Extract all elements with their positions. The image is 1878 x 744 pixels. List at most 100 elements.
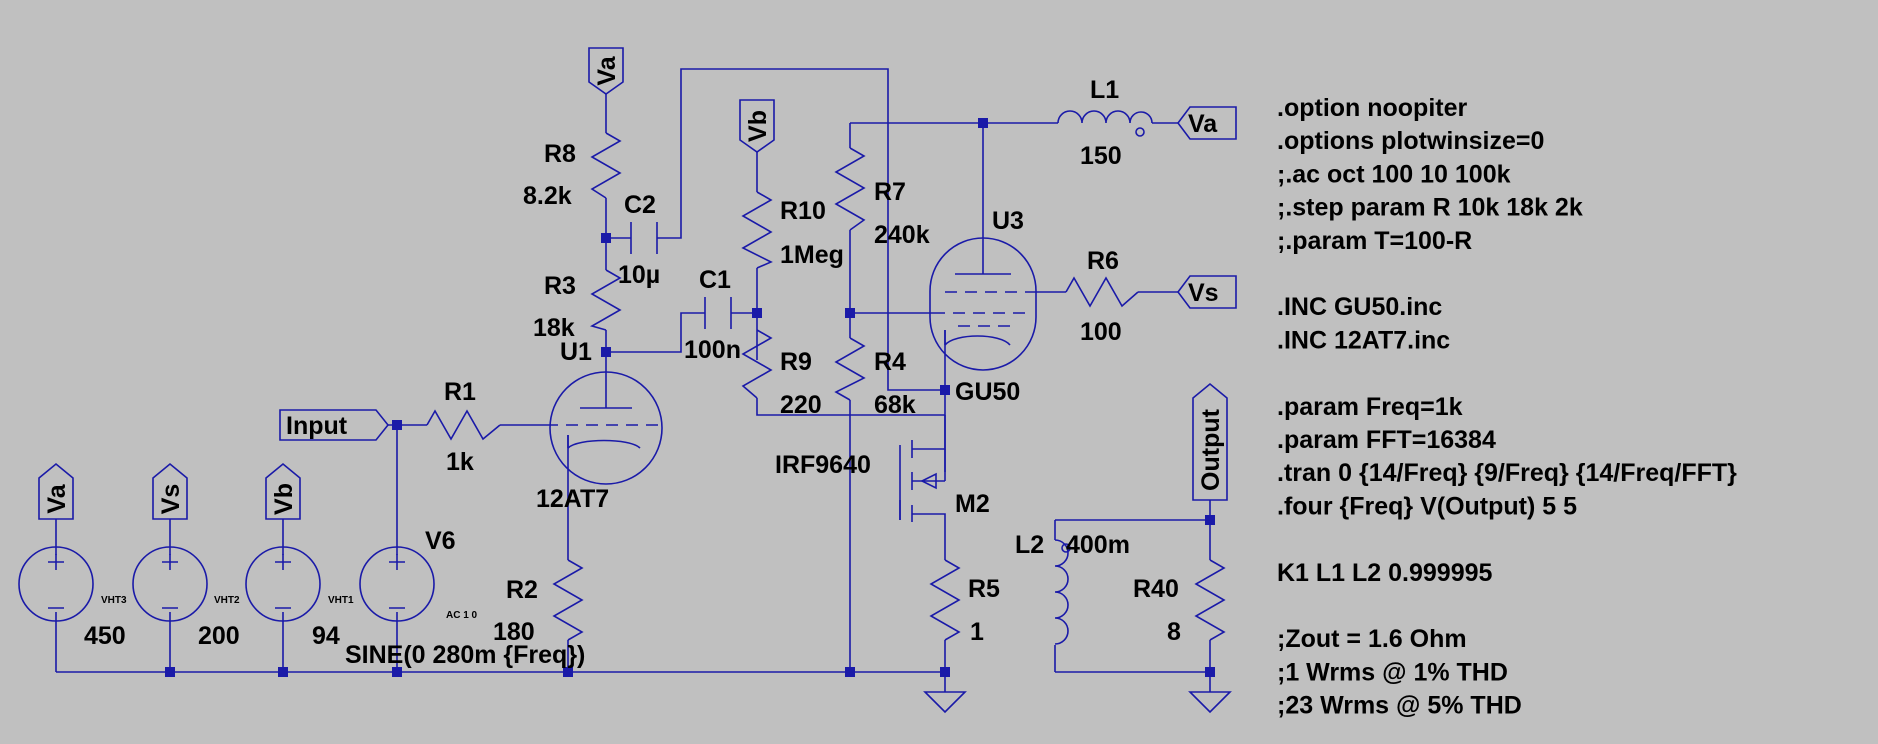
u3-name: U3 — [992, 207, 1024, 235]
mosfet-m2-symbol[interactable] — [899, 415, 946, 528]
junction-dots — [165, 118, 1215, 677]
source-vht3-symbol[interactable] — [18, 546, 94, 622]
resistor-r10-symbol[interactable] — [741, 191, 773, 269]
flag-input[interactable]: Input — [279, 409, 390, 441]
directive-line: .four {Freq} V(Output) 5 5 — [1277, 492, 1577, 520]
directive-line: ;.step param R 10k 18k 2k — [1277, 194, 1583, 222]
directive-line: ;23 Wrms @ 5% THD — [1277, 692, 1522, 720]
l1-value: 150 — [1080, 142, 1122, 170]
directive-line: .tran 0 {14/Freq} {9/Freq} {14/Freq/FFT} — [1277, 459, 1737, 487]
flag-vs-right[interactable]: Vs — [1177, 275, 1237, 309]
svg-text:Vb: Vb — [270, 483, 298, 515]
r7-value: 240k — [874, 221, 930, 249]
source-vht1-symbol[interactable] — [245, 546, 321, 622]
vht1-value: 94 — [312, 622, 340, 650]
r8-value: 8.2k — [523, 182, 572, 210]
resistor-r3-symbol[interactable] — [589, 269, 622, 331]
resistor-r4-symbol[interactable] — [834, 337, 866, 401]
spice-directives[interactable]: .option noopiter .options plotwinsize=0;.… — [1277, 94, 1737, 720]
r6-value: 100 — [1080, 318, 1122, 346]
directive-line: .INC GU50.inc — [1277, 293, 1442, 321]
u1-value: 12AT7 — [536, 485, 609, 513]
ground-icon — [923, 691, 967, 714]
r10-name: R10 — [780, 197, 826, 225]
r2-name: R2 — [506, 576, 538, 604]
c2-value: 10µ — [618, 261, 660, 289]
resistor-r8-symbol[interactable] — [590, 132, 622, 199]
m2-name: M2 — [955, 490, 990, 518]
r40-name: R40 — [1133, 575, 1179, 603]
r5-value: 1 — [970, 618, 984, 646]
svg-text:Va: Va — [43, 483, 71, 513]
directive-line: .options plotwinsize=0 — [1277, 127, 1544, 155]
m2-value: IRF9640 — [775, 451, 871, 479]
flag-vb-bottom[interactable]: Vb — [265, 462, 301, 520]
u3-value: GU50 — [955, 378, 1020, 406]
svg-text:Va: Va — [1188, 110, 1218, 138]
flag-vs-bottom[interactable]: Vs — [152, 462, 188, 520]
r9-value: 220 — [780, 391, 822, 419]
vht2-value: 200 — [198, 622, 240, 650]
v6-ac: AC 1 0 — [446, 610, 478, 621]
r2-value: 180 — [493, 618, 535, 646]
inductor-l2-symbol[interactable] — [1054, 539, 1071, 645]
r1-name: R1 — [444, 378, 476, 406]
capacitor-c1-symbol[interactable] — [704, 297, 732, 329]
flag-output[interactable]: Output — [1192, 382, 1228, 501]
r40-value: 8 — [1167, 618, 1181, 646]
source-vht2-symbol[interactable] — [132, 546, 208, 622]
l2-value: 400m — [1066, 531, 1130, 559]
svg-text:Vb: Vb — [744, 110, 772, 142]
directive-line: .option noopiter — [1277, 94, 1468, 122]
svg-text:Input: Input — [286, 412, 348, 440]
vht1-name: VHT1 — [328, 595, 354, 606]
vht3-name: VHT3 — [101, 595, 127, 606]
flag-va-bottom[interactable]: Va — [38, 462, 74, 520]
flag-va-right[interactable]: Va — [1177, 106, 1237, 140]
r4-value: 68k — [874, 391, 916, 419]
vht3-value: 450 — [84, 622, 126, 650]
directive-line: .param FFT=16384 — [1277, 426, 1496, 454]
c1-name: C1 — [699, 266, 731, 294]
r10-value: 1Meg — [780, 241, 844, 269]
u1-name: U1 — [560, 338, 592, 366]
directive-line: K1 L1 L2 0.999995 — [1277, 559, 1493, 587]
l1-name: L1 — [1090, 76, 1119, 104]
directive-line: .param Freq=1k — [1277, 393, 1463, 421]
source-v6-symbol[interactable] — [359, 546, 435, 622]
svg-text:Vs: Vs — [1188, 279, 1219, 307]
v6-name: V6 — [425, 527, 456, 555]
triode-u1-symbol[interactable] — [545, 371, 663, 485]
resistor-r5-symbol[interactable] — [929, 559, 961, 641]
resistor-r1-symbol[interactable] — [426, 409, 501, 441]
resistor-r6-symbol[interactable] — [1065, 276, 1139, 308]
c1-value: 100n — [684, 336, 741, 364]
r9-name: R9 — [780, 348, 812, 376]
directive-line: ;Zout = 1.6 Ohm — [1277, 625, 1467, 653]
r5-name: R5 — [968, 575, 1000, 603]
pentode-u3-symbol[interactable] — [929, 237, 1037, 371]
resistor-r7-symbol[interactable] — [834, 147, 866, 231]
r3-name: R3 — [544, 272, 576, 300]
directive-line: ;1 Wrms @ 1% THD — [1277, 658, 1508, 686]
component-labels: R8 8.2k C2 10µ R3 18k U1 12AT7 R1 1k R2 … — [84, 76, 1181, 669]
vht2-name: VHT2 — [214, 595, 240, 606]
svg-text:Output: Output — [1197, 408, 1225, 491]
r6-name: R6 — [1087, 247, 1119, 275]
svg-text:Va: Va — [593, 55, 621, 85]
r1-value: 1k — [446, 448, 474, 476]
r8-name: R8 — [544, 140, 576, 168]
ground-icon — [1188, 691, 1232, 714]
capacitor-c2-symbol[interactable] — [630, 222, 658, 254]
l2-name: L2 — [1015, 531, 1044, 559]
svg-text:Vs: Vs — [157, 484, 185, 515]
flag-vb-top[interactable]: Vb — [739, 99, 775, 153]
directive-line: .INC 12AT7.inc — [1277, 326, 1450, 354]
directive-line: ;.ac oct 100 10 100k — [1277, 160, 1511, 188]
resistor-r40-symbol[interactable] — [1194, 559, 1226, 641]
flag-va-top[interactable]: Va — [588, 47, 624, 95]
inductor-l1-symbol[interactable] — [1057, 110, 1153, 137]
resistor-r2-symbol[interactable] — [552, 559, 584, 641]
resistor-r9-symbol[interactable] — [741, 329, 773, 399]
